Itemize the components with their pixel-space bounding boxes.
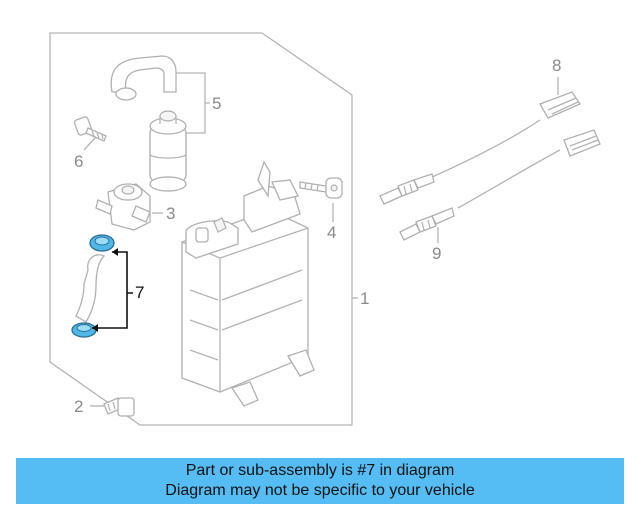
- callout-8-number: 8: [552, 56, 562, 75]
- part-1-charcoal-canister: [181, 160, 315, 407]
- part-6-bolt: [73, 116, 107, 142]
- callout-6-leader: [83, 136, 97, 151]
- banner-disclaimer-line: Diagram may not be specific to your vehi…: [165, 482, 475, 499]
- callout-9-number: 9: [432, 244, 442, 263]
- part-4-bolt: [299, 177, 343, 199]
- part-7-hose-with-clamps: [71, 234, 133, 338]
- info-banner: Part or sub-assembly is #7 in diagram Di…: [16, 458, 624, 504]
- part-8-oxygen-sensor: [379, 91, 581, 205]
- callout-3-number: 3: [166, 204, 176, 223]
- part-7-upper-clamp: [89, 234, 115, 252]
- part-7-lower-clamp: [71, 322, 97, 338]
- part-2-bolt: [103, 397, 135, 417]
- callout-4-number: 4: [327, 223, 337, 242]
- callout-7-leader: [92, 251, 133, 329]
- callout-5-leader: [176, 72, 210, 134]
- parts-diagram: [49, 32, 601, 426]
- callout-7-number: 7: [135, 283, 145, 302]
- part-3-purge-valve: [95, 183, 151, 231]
- callout-2-number: 2: [74, 397, 84, 416]
- callout-6-number: 6: [74, 152, 84, 171]
- banner-part-line: Part or sub-assembly is #7 in diagram: [185, 462, 455, 479]
- part-9-oxygen-sensor: [399, 129, 601, 241]
- callout-5-number: 5: [212, 94, 222, 113]
- assembly-panel-outline: [49, 32, 353, 426]
- part-5-hose-and-valve: [110, 55, 187, 192]
- callout-1-number: 1: [360, 289, 370, 308]
